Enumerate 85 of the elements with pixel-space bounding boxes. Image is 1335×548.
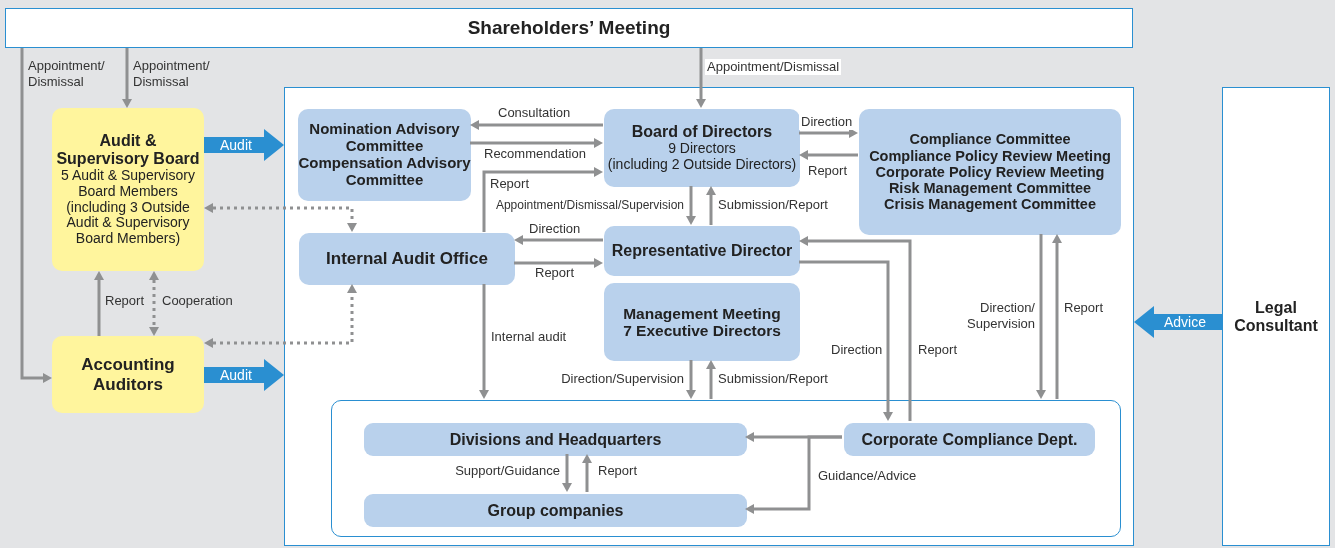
arrow bbox=[122, 48, 132, 108]
node-title: Corporate Compliance Dept. bbox=[861, 430, 1078, 449]
edge-label: Report bbox=[806, 163, 850, 179]
arrow bbox=[149, 271, 159, 336]
department-box bbox=[844, 423, 1095, 456]
edge-label: Appointment/Dismissal/Supervision bbox=[493, 198, 686, 213]
edge-label: Report bbox=[1062, 300, 1106, 316]
arrow bbox=[204, 284, 357, 348]
company-frame bbox=[284, 87, 1134, 546]
node-title: Compliance Committee bbox=[909, 131, 1071, 148]
edge-label: Report bbox=[533, 265, 577, 281]
block-arrow bbox=[1134, 306, 1222, 338]
arrow bbox=[470, 120, 603, 130]
arrow bbox=[582, 454, 592, 492]
node-title: Internal Audit Office bbox=[326, 249, 488, 269]
office-box bbox=[299, 233, 515, 285]
company-box bbox=[364, 494, 747, 527]
committee-box bbox=[859, 109, 1121, 235]
board-box bbox=[604, 109, 800, 187]
consultant-box bbox=[1222, 87, 1330, 546]
edge-label: Cooperation bbox=[160, 293, 235, 309]
arrow bbox=[696, 48, 706, 108]
arrow bbox=[1052, 234, 1062, 399]
node-text: (including 3 Outside Audit & Supervisory Board Members) bbox=[65, 199, 191, 247]
node-title: Shareholders’ Meeting bbox=[467, 17, 671, 39]
node-text: Compensation Advisory Committee bbox=[298, 155, 471, 189]
arrow bbox=[799, 236, 912, 421]
node-text: 9 Directors bbox=[668, 141, 736, 157]
edge-label: Appointment/Dismissal bbox=[705, 59, 842, 75]
node-text: (including 2 Outside Directors) bbox=[607, 156, 797, 173]
node-text: Compliance Policy Review Meeting bbox=[869, 147, 1111, 164]
arrow bbox=[20, 48, 52, 383]
node-text: Corporate Policy Review Meeting bbox=[875, 163, 1105, 181]
node-title: Divisions and Headquarters bbox=[449, 430, 662, 449]
group-frame bbox=[331, 400, 1121, 537]
node-text: 5 Audit & Supervisory Board Members bbox=[60, 168, 196, 200]
edge-label: Direction bbox=[799, 114, 855, 130]
node-title: Representative Director bbox=[611, 242, 793, 260]
arrow bbox=[745, 435, 842, 514]
node-title: Group companies bbox=[487, 501, 624, 520]
arrow bbox=[799, 260, 893, 421]
auditor-box bbox=[52, 336, 204, 413]
edge-label: Report bbox=[488, 176, 532, 192]
arrow bbox=[686, 360, 696, 399]
arrow bbox=[470, 138, 603, 148]
committee-box bbox=[298, 109, 471, 201]
arrow bbox=[514, 235, 603, 245]
edge-label: Audit bbox=[219, 367, 253, 384]
arrow bbox=[799, 150, 858, 160]
node-title: Accounting Auditors bbox=[80, 355, 176, 394]
block-arrow bbox=[204, 359, 284, 391]
node-text: Crisis Management Committee bbox=[884, 196, 1096, 213]
arrow bbox=[479, 284, 489, 399]
meeting-box bbox=[5, 8, 1133, 48]
node-text: 7 Executive Directors bbox=[623, 322, 781, 340]
edge-label: Report bbox=[103, 293, 147, 309]
edge-label: Report bbox=[596, 463, 640, 479]
node-title: Legal Consultant bbox=[1233, 298, 1319, 335]
arrow bbox=[514, 258, 603, 268]
edge-label: Advice bbox=[1163, 314, 1208, 331]
edge-label: Support/Guidance bbox=[453, 463, 562, 479]
edge-label: Audit bbox=[219, 137, 253, 154]
arrow bbox=[799, 128, 858, 138]
node-title: Board of Directors bbox=[631, 123, 773, 142]
edge-label: Submission/Report bbox=[716, 371, 830, 387]
board-box bbox=[52, 108, 204, 271]
director-box bbox=[604, 226, 800, 276]
edge-label: Report bbox=[916, 342, 960, 358]
node-text: Risk Management Committee bbox=[888, 180, 1092, 197]
arrow bbox=[686, 186, 696, 225]
edge-label: Direction/Supervision bbox=[559, 371, 686, 387]
meeting-box bbox=[604, 283, 800, 361]
arrow bbox=[706, 186, 716, 225]
arrow bbox=[562, 454, 572, 492]
edge-label: Submission/Report bbox=[716, 197, 830, 213]
arrow bbox=[482, 167, 603, 232]
node-title: Management Meeting bbox=[623, 304, 781, 322]
arrow bbox=[94, 271, 104, 336]
arrow bbox=[204, 203, 357, 232]
arrow bbox=[1036, 234, 1046, 399]
node-title: Audit & Supervisory Board bbox=[55, 132, 201, 169]
block-arrow bbox=[204, 129, 284, 161]
arrow bbox=[706, 360, 716, 399]
division-box bbox=[364, 423, 747, 456]
node-title: Nomination Advisory Committee bbox=[308, 121, 461, 155]
